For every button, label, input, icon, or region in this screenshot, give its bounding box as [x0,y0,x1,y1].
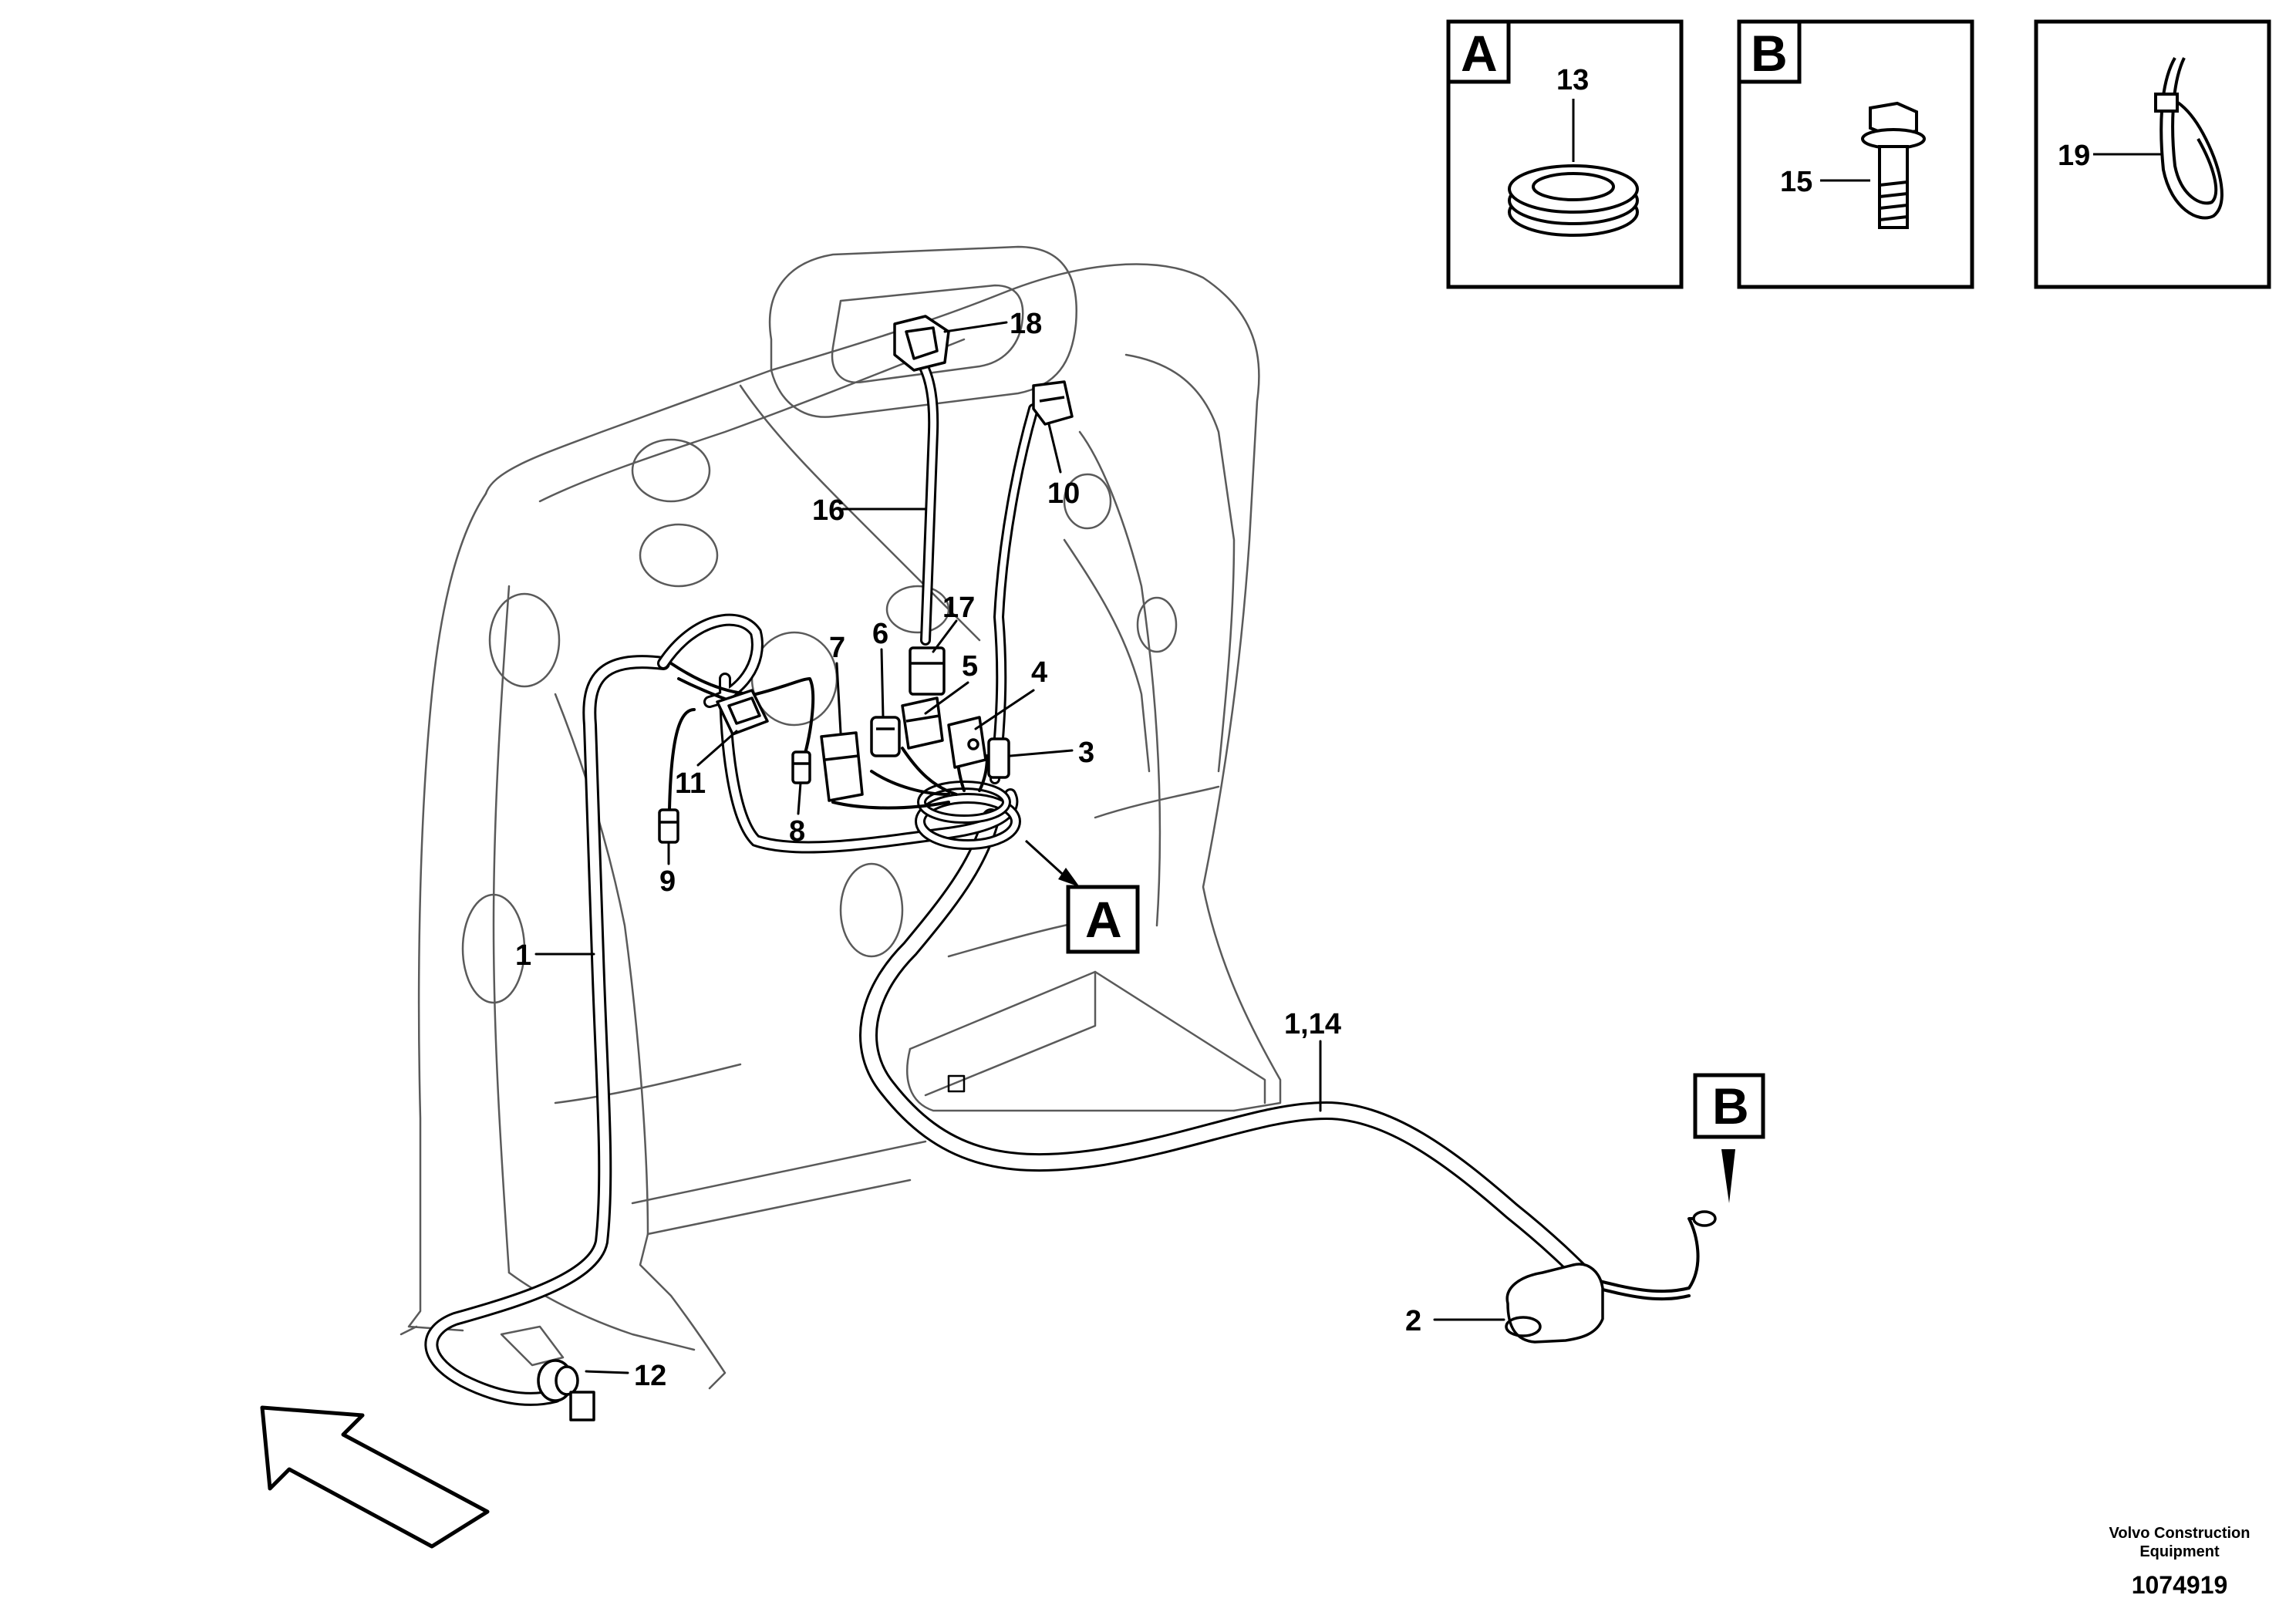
leader-lines [534,321,1505,1374]
connector-12-icon [537,1359,595,1421]
connector-9-icon [658,808,679,844]
flange-bolt-icon [1861,101,1926,229]
connector-17-icon [909,646,946,696]
callout-15: 15 [1780,166,1812,198]
footer: Volvo Construction Equipment 1074919 [2109,1525,2250,1599]
detail-box-a: A 13 [1446,19,1684,289]
detail-box-a-label: A [1461,25,1498,82]
callout-18: 18 [1010,308,1042,340]
detail-box-b-label: B [1751,25,1788,82]
cable-tie-icon [2154,57,2224,220]
seat-outline [400,245,1282,1390]
callout-10: 10 [1047,477,1080,510]
ring-terminal-icon [1692,1210,1717,1227]
connector-2-icon [1505,1263,1604,1344]
callout-4: 4 [1031,656,1047,689]
connector-6-icon [870,716,901,757]
document-number: 1074919 [2132,1571,2228,1599]
callout-8: 8 [789,815,805,848]
callout-16: 16 [812,494,845,527]
view-direction-arrow-icon [260,1405,490,1549]
connector-11-icon [716,689,769,736]
connector-10-icon [1032,380,1074,426]
callout-13: 13 [1556,64,1589,96]
callout-1-14: 1,14 [1284,1008,1341,1040]
callout-12: 12 [634,1360,666,1392]
callout-3: 3 [1078,737,1094,769]
footer-company-line1: Volvo Construction [2109,1525,2250,1542]
callout-19: 19 [2058,140,2090,172]
callout-labels: 1 2 3 4 5 6 7 8 9 10 11 12 1,14 16 17 18 [515,308,1421,1392]
grommet-icon [1508,164,1639,237]
connectors [537,315,1717,1421]
harness-cables [424,342,1700,1406]
callout-1: 1 [515,939,531,972]
detail-box-cable-tie: 19 [2034,19,2271,289]
callout-9: 9 [659,865,676,898]
callout-11: 11 [675,767,706,800]
connector-18-icon [893,315,950,372]
connector-3-icon [987,737,1010,779]
connector-4-icon [947,716,987,769]
reference-tag-a-label: A [1085,891,1122,948]
reference-tag-a: A [1024,839,1140,954]
callout-5: 5 [962,650,978,683]
callout-17: 17 [942,592,975,624]
connector-8-icon [791,750,811,784]
connector-7-icon [820,731,864,802]
reference-tag-b: B [1693,1073,1765,1203]
callout-7: 7 [829,632,845,664]
connector-5-icon [901,696,944,750]
footer-company-line2: Equipment [2139,1543,2220,1560]
reference-tag-b-label: B [1712,1077,1749,1135]
callout-6: 6 [872,618,888,650]
detail-box-b: B 15 [1737,19,1974,289]
callout-2: 2 [1405,1305,1421,1337]
